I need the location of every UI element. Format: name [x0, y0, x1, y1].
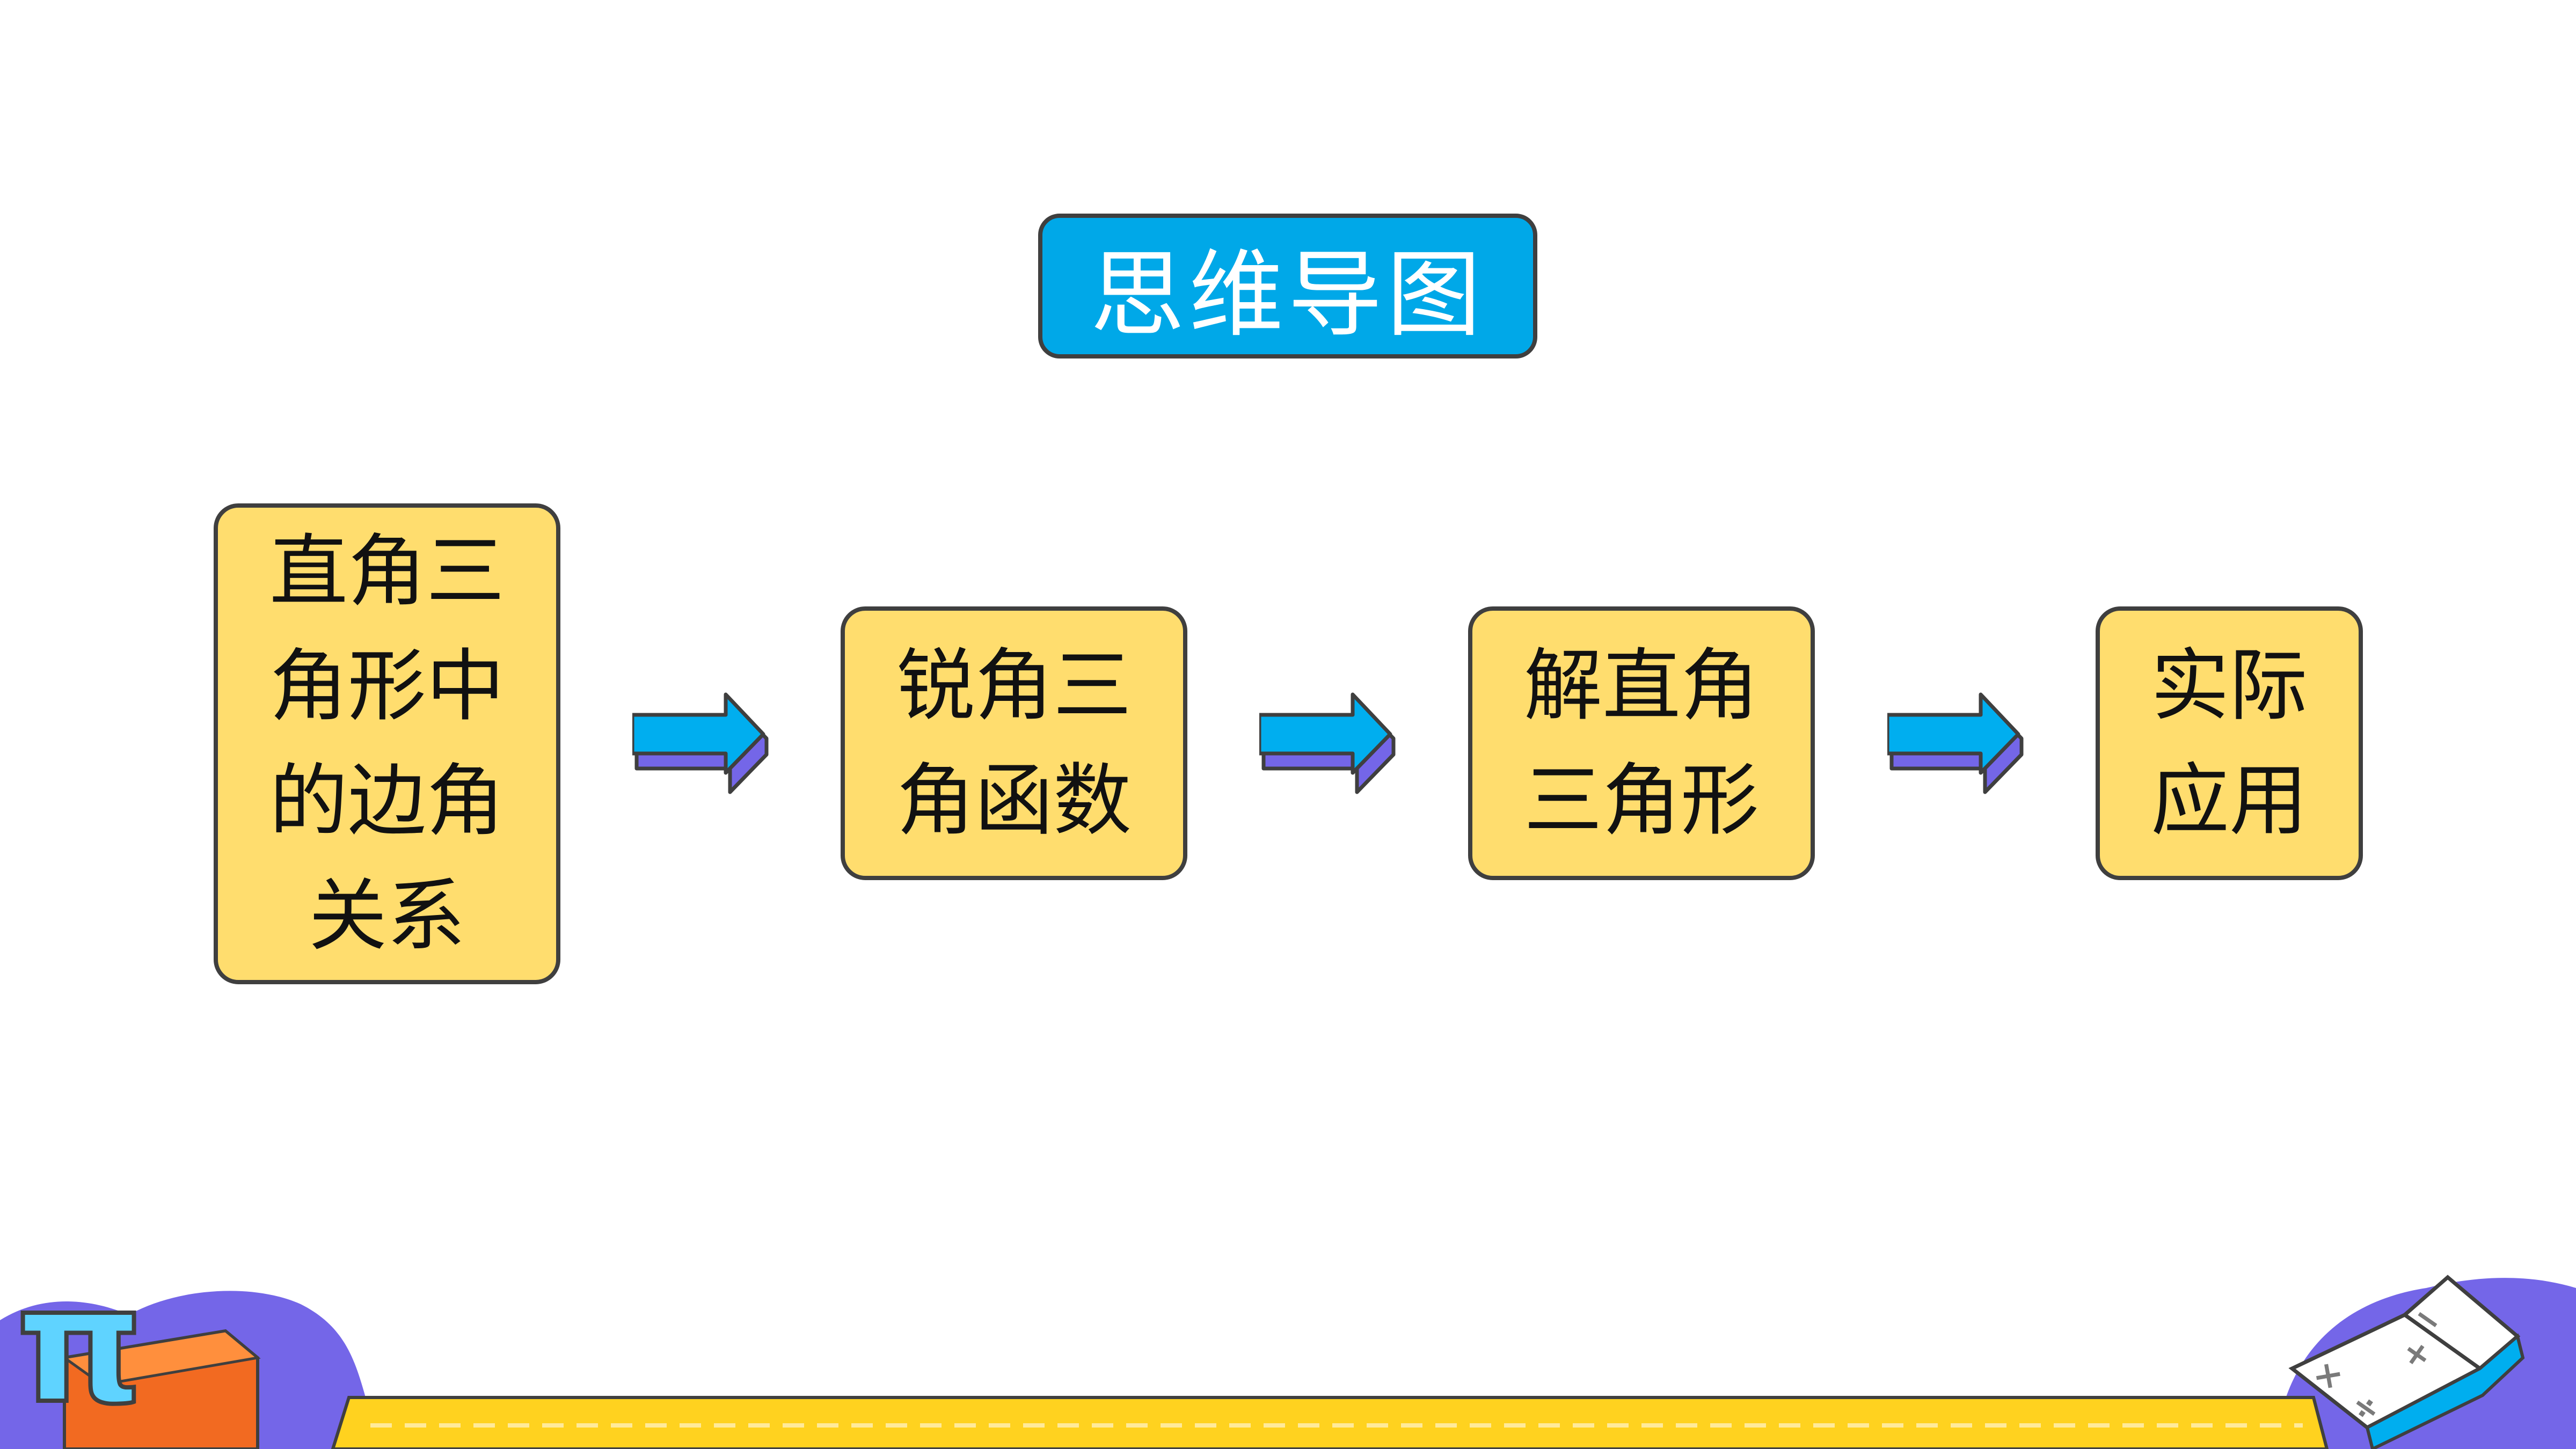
node-label: 实际应用	[2151, 640, 2308, 846]
node-label: 解直角三角形	[1524, 640, 1759, 846]
node-label: 锐角三角函数	[896, 640, 1132, 846]
node-label: 直角三角形中的边角关系	[269, 526, 505, 962]
node-acute-trig-functions: 锐角三角函数	[841, 606, 1187, 880]
footer-yellow-band	[331, 1396, 2329, 1449]
node-practical-application: 实际应用	[2096, 606, 2363, 880]
flow-arrow	[1887, 692, 2024, 794]
pi-symbol-icon: π	[14, 1249, 145, 1441]
node-solve-right-triangle: 解直角三角形	[1468, 606, 1815, 880]
svg-text:π: π	[16, 1252, 143, 1439]
title-text: 思维导图	[1090, 239, 1485, 350]
flow-arrow	[632, 692, 769, 794]
footer-decoration: π − + × ÷	[0, 1249, 2576, 1449]
flow-arrow	[1259, 692, 1396, 794]
node-boundary-angle-relations: 直角三角形中的边角关系	[214, 503, 560, 984]
mind-map-title: 思维导图	[1038, 214, 1537, 358]
